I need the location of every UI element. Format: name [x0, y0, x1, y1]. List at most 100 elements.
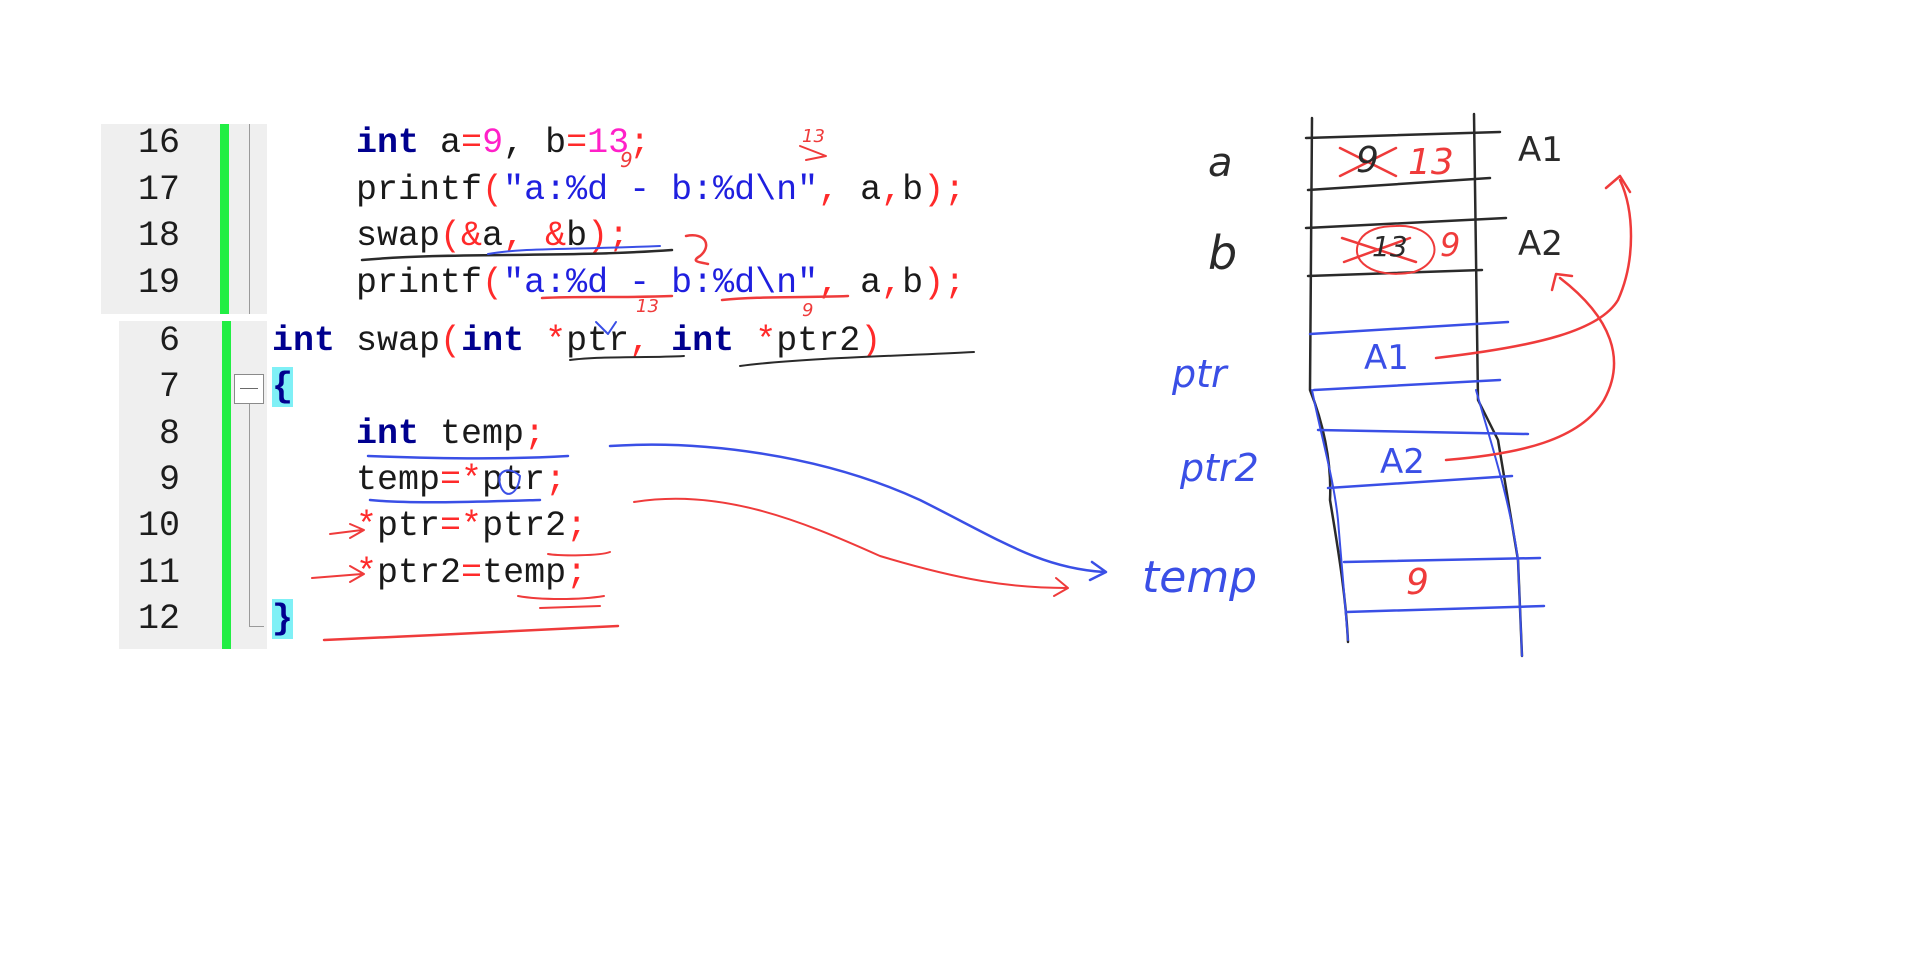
ink-row-temp-bottom [1344, 604, 1546, 614]
code-token: swap [335, 321, 441, 361]
code-token: ptr2 [377, 552, 462, 593]
ink-cross-b-old [1340, 236, 1418, 264]
code-line[interactable]: *ptr2=temp; [272, 550, 587, 596]
ink-underline-b-fmt [720, 294, 850, 302]
note-line16-b: 13 [802, 126, 825, 147]
code-token: b [566, 216, 588, 256]
memory-label-temp: temp [1142, 552, 1258, 603]
code-token: ( [440, 321, 462, 361]
cell-a-new-value: 13 [1408, 142, 1454, 183]
memory-label-a: a [1208, 140, 1233, 186]
address-label-a1: A1 [1518, 130, 1563, 170]
code-line[interactable]: int temp; [272, 411, 545, 457]
line-number: 6 [158, 321, 180, 361]
code-token: =* [440, 506, 483, 547]
line-number-gutter [101, 124, 267, 314]
ink-row-ptr-bottom [1312, 378, 1502, 392]
code-line[interactable]: } [272, 596, 294, 642]
line-number: 19 [137, 262, 180, 303]
code-token: , [818, 169, 840, 210]
code-token: a [839, 262, 882, 303]
line-number: 10 [137, 506, 180, 547]
code-token: , b [503, 123, 567, 163]
code-token: int [461, 321, 525, 361]
note-line19-a: 13 [636, 296, 659, 317]
ink-underline-line10 [547, 551, 611, 557]
code-token: * [545, 321, 567, 361]
code-token: , [818, 262, 840, 303]
code-token: printf [272, 169, 483, 210]
code-token: { [272, 367, 294, 408]
code-token: ; [629, 123, 651, 163]
fold-end-marker [249, 610, 264, 627]
cell-temp-value: 9 [1406, 562, 1429, 603]
code-line[interactable]: *ptr=*ptr2; [272, 503, 587, 549]
code-line[interactable]: printf("a:%d - b:%d\n", a,b); [272, 167, 965, 213]
code-token: ( [482, 262, 504, 303]
ink-underline-brace-close [322, 624, 620, 642]
code-token: = [461, 123, 483, 163]
code-token: ptr [377, 506, 441, 547]
ink-circle-b-old [1355, 224, 1436, 275]
code-token: ); [923, 169, 966, 210]
fold-toggle-icon[interactable] [234, 374, 264, 404]
code-token: a [419, 123, 462, 163]
code-token: ptr [566, 321, 630, 361]
ink-line16-arrow [799, 145, 827, 161]
memory-label-b: b [1208, 226, 1238, 280]
code-token: int [356, 413, 420, 454]
fold-guide-line [249, 124, 250, 314]
line-number: 7 [158, 367, 180, 408]
code-line[interactable]: int swap(int *ptr, int *ptr2) [272, 318, 881, 364]
code-token: b [902, 262, 924, 303]
ink-row-temp-top [1342, 556, 1542, 564]
ink-row-ptr2-bottom [1326, 474, 1514, 490]
code-token: a [482, 216, 504, 256]
code-token: "a:%d - b:%d\n" [503, 169, 819, 210]
memory-label-ptr: ptr [1172, 352, 1227, 396]
ink-ptr-caret [595, 321, 617, 335]
ink-arrow-temp-declare [608, 443, 1108, 582]
code-token: , [881, 262, 903, 303]
ink-row-b-top [1304, 216, 1508, 230]
change-marker-bar [220, 124, 229, 314]
cell-b-old-value: 13 [1372, 230, 1408, 263]
code-token: a [839, 169, 882, 210]
code-token: (& [440, 216, 483, 256]
code-token: } [272, 598, 294, 639]
code-line[interactable]: { [272, 364, 294, 410]
ink-row-ptr-top [1308, 320, 1510, 336]
code-line[interactable]: printf("a:%d - b:%d\n", a,b); [272, 260, 965, 306]
ink-circle-deref [498, 469, 521, 495]
line-number: 18 [137, 216, 180, 256]
note-line16-a: 9 [620, 148, 633, 172]
ink-memory-right-border [1472, 112, 1524, 658]
code-token: = [461, 552, 483, 593]
line-number: 8 [158, 413, 180, 454]
ink-arrow-temp-assign [633, 497, 1069, 597]
code-token: ); [587, 216, 630, 256]
code-line[interactable]: int a=9, b=13; [272, 120, 650, 166]
cell-b-new-value: 9 [1440, 226, 1461, 264]
code-line[interactable]: temp=*ptr; [272, 457, 566, 503]
ink-arrow-ptr-to-a1 [1434, 174, 1633, 360]
code-token: "a:%d - b:%d\n" [503, 262, 819, 303]
ink-row-a-top [1304, 130, 1502, 140]
change-marker-bar [222, 321, 231, 649]
code-token: b [902, 169, 924, 210]
code-token: int [671, 321, 735, 361]
code-token: ) [860, 321, 882, 361]
code-token: ( [482, 169, 504, 210]
code-line[interactable]: swap(&a, &b); [272, 213, 629, 259]
code-token: 13 [587, 123, 630, 163]
ink-arrow-line11 [311, 565, 365, 583]
code-token: 9 [482, 123, 504, 163]
ink-underline-ptr2-param [739, 351, 975, 367]
fold-guide-line [249, 404, 250, 626]
line-number: 11 [137, 552, 180, 593]
ink-cross-a-old [1338, 146, 1398, 178]
memory-label-ptr2: ptr2 [1180, 446, 1259, 490]
ink-row-a-bottom [1306, 176, 1492, 192]
code-token: , [629, 321, 651, 361]
